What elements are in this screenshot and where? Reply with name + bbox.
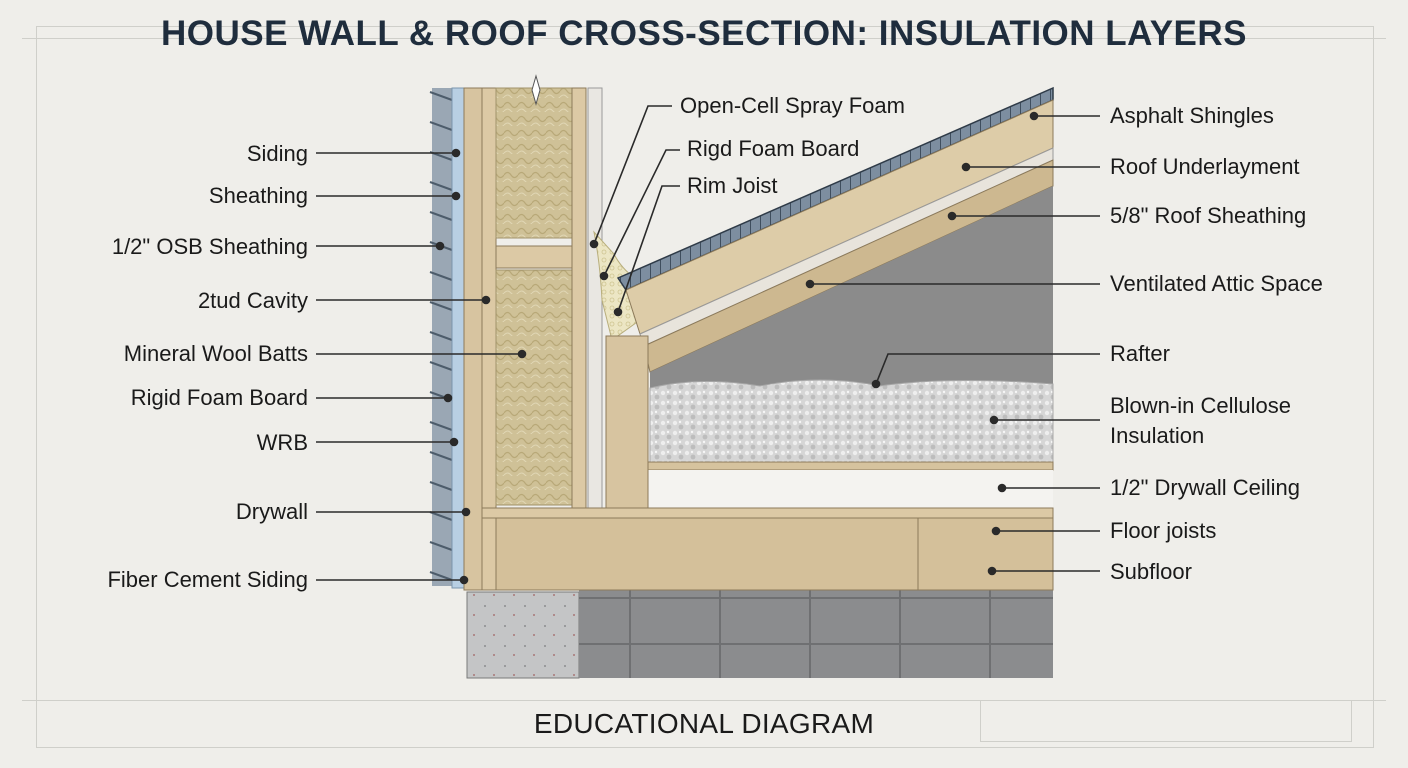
label-stud-cavity: 2tud Cavity	[197, 288, 308, 313]
mineral-wool-batt-lower	[495, 269, 573, 506]
label-roof-sheathing: 5/8" Roof Sheathing	[1110, 203, 1307, 228]
top-plate-post	[605, 335, 649, 509]
label-fiber-cement-siding: Fiber Cement Siding	[107, 567, 308, 592]
label-osb-sheathing: 1/2" OSB Sheathing	[111, 234, 308, 259]
drywall-ceiling	[648, 470, 1053, 508]
label-subfloor: Subfloor	[1110, 559, 1192, 584]
block-foundation	[579, 590, 1053, 678]
right-leaders	[805, 111, 1100, 576]
label-asphalt-shingles: Asphalt Shingles	[1110, 103, 1274, 128]
top-leaders	[589, 105, 680, 317]
ceiling-joist	[647, 461, 1054, 471]
wall-blocking	[495, 245, 573, 269]
label-mineral-wool-batts: Mineral Wool Batts	[123, 341, 308, 366]
interior-drywall	[587, 87, 603, 509]
diagram-title: HOUSE WALL & ROOF CROSS-SECTION: INSULAT…	[160, 14, 1248, 53]
label-wrb: WRB	[256, 430, 308, 455]
title-block	[980, 700, 1352, 742]
label-floor-joists: Floor joists	[1110, 518, 1217, 543]
concrete-foundation	[466, 591, 580, 679]
frame-border	[36, 26, 1374, 748]
label-drywall: Drywall	[235, 499, 308, 524]
top-marker	[531, 74, 541, 106]
subfloor-board	[481, 507, 1054, 519]
label-drywall-ceiling: 1/2" Drywall Ceiling	[1110, 475, 1300, 500]
label-rim-joist: Rim Joist	[687, 173, 778, 198]
label-sheathing: Sheathing	[208, 183, 308, 208]
label-siding: Siding	[246, 141, 308, 166]
label-rafter: Rafter	[1110, 341, 1170, 366]
floor-joist-beam	[917, 517, 1054, 591]
rim-joist-beam	[495, 517, 919, 591]
blown-in-cellulose	[649, 379, 1054, 463]
frame-rule-top	[22, 38, 1386, 39]
label-ventilated-attic-space: Ventilated Attic Space	[1110, 271, 1323, 296]
left-leaders	[316, 148, 527, 585]
frame-rule-bottom	[22, 700, 1386, 701]
label-open-cell-spray-foam: Open-Cell Spray Foam	[680, 93, 905, 118]
mineral-wool-batt-upper	[495, 87, 573, 239]
label-rigid-foam-board: Rigid Foam Board	[130, 385, 308, 410]
ventilated-attic-space	[650, 186, 1053, 388]
label-rigid-foam-board-top: Rigd Foam Board	[687, 136, 860, 161]
label-roof-underlayment: Roof Underlayment	[1110, 154, 1300, 179]
stud-inner	[571, 87, 587, 509]
diagram-footer: EDUCATIONAL DIAGRAM	[533, 708, 875, 739]
label-blown-in-cellulose: Blown-in Cellulose Insulation	[1110, 393, 1291, 448]
